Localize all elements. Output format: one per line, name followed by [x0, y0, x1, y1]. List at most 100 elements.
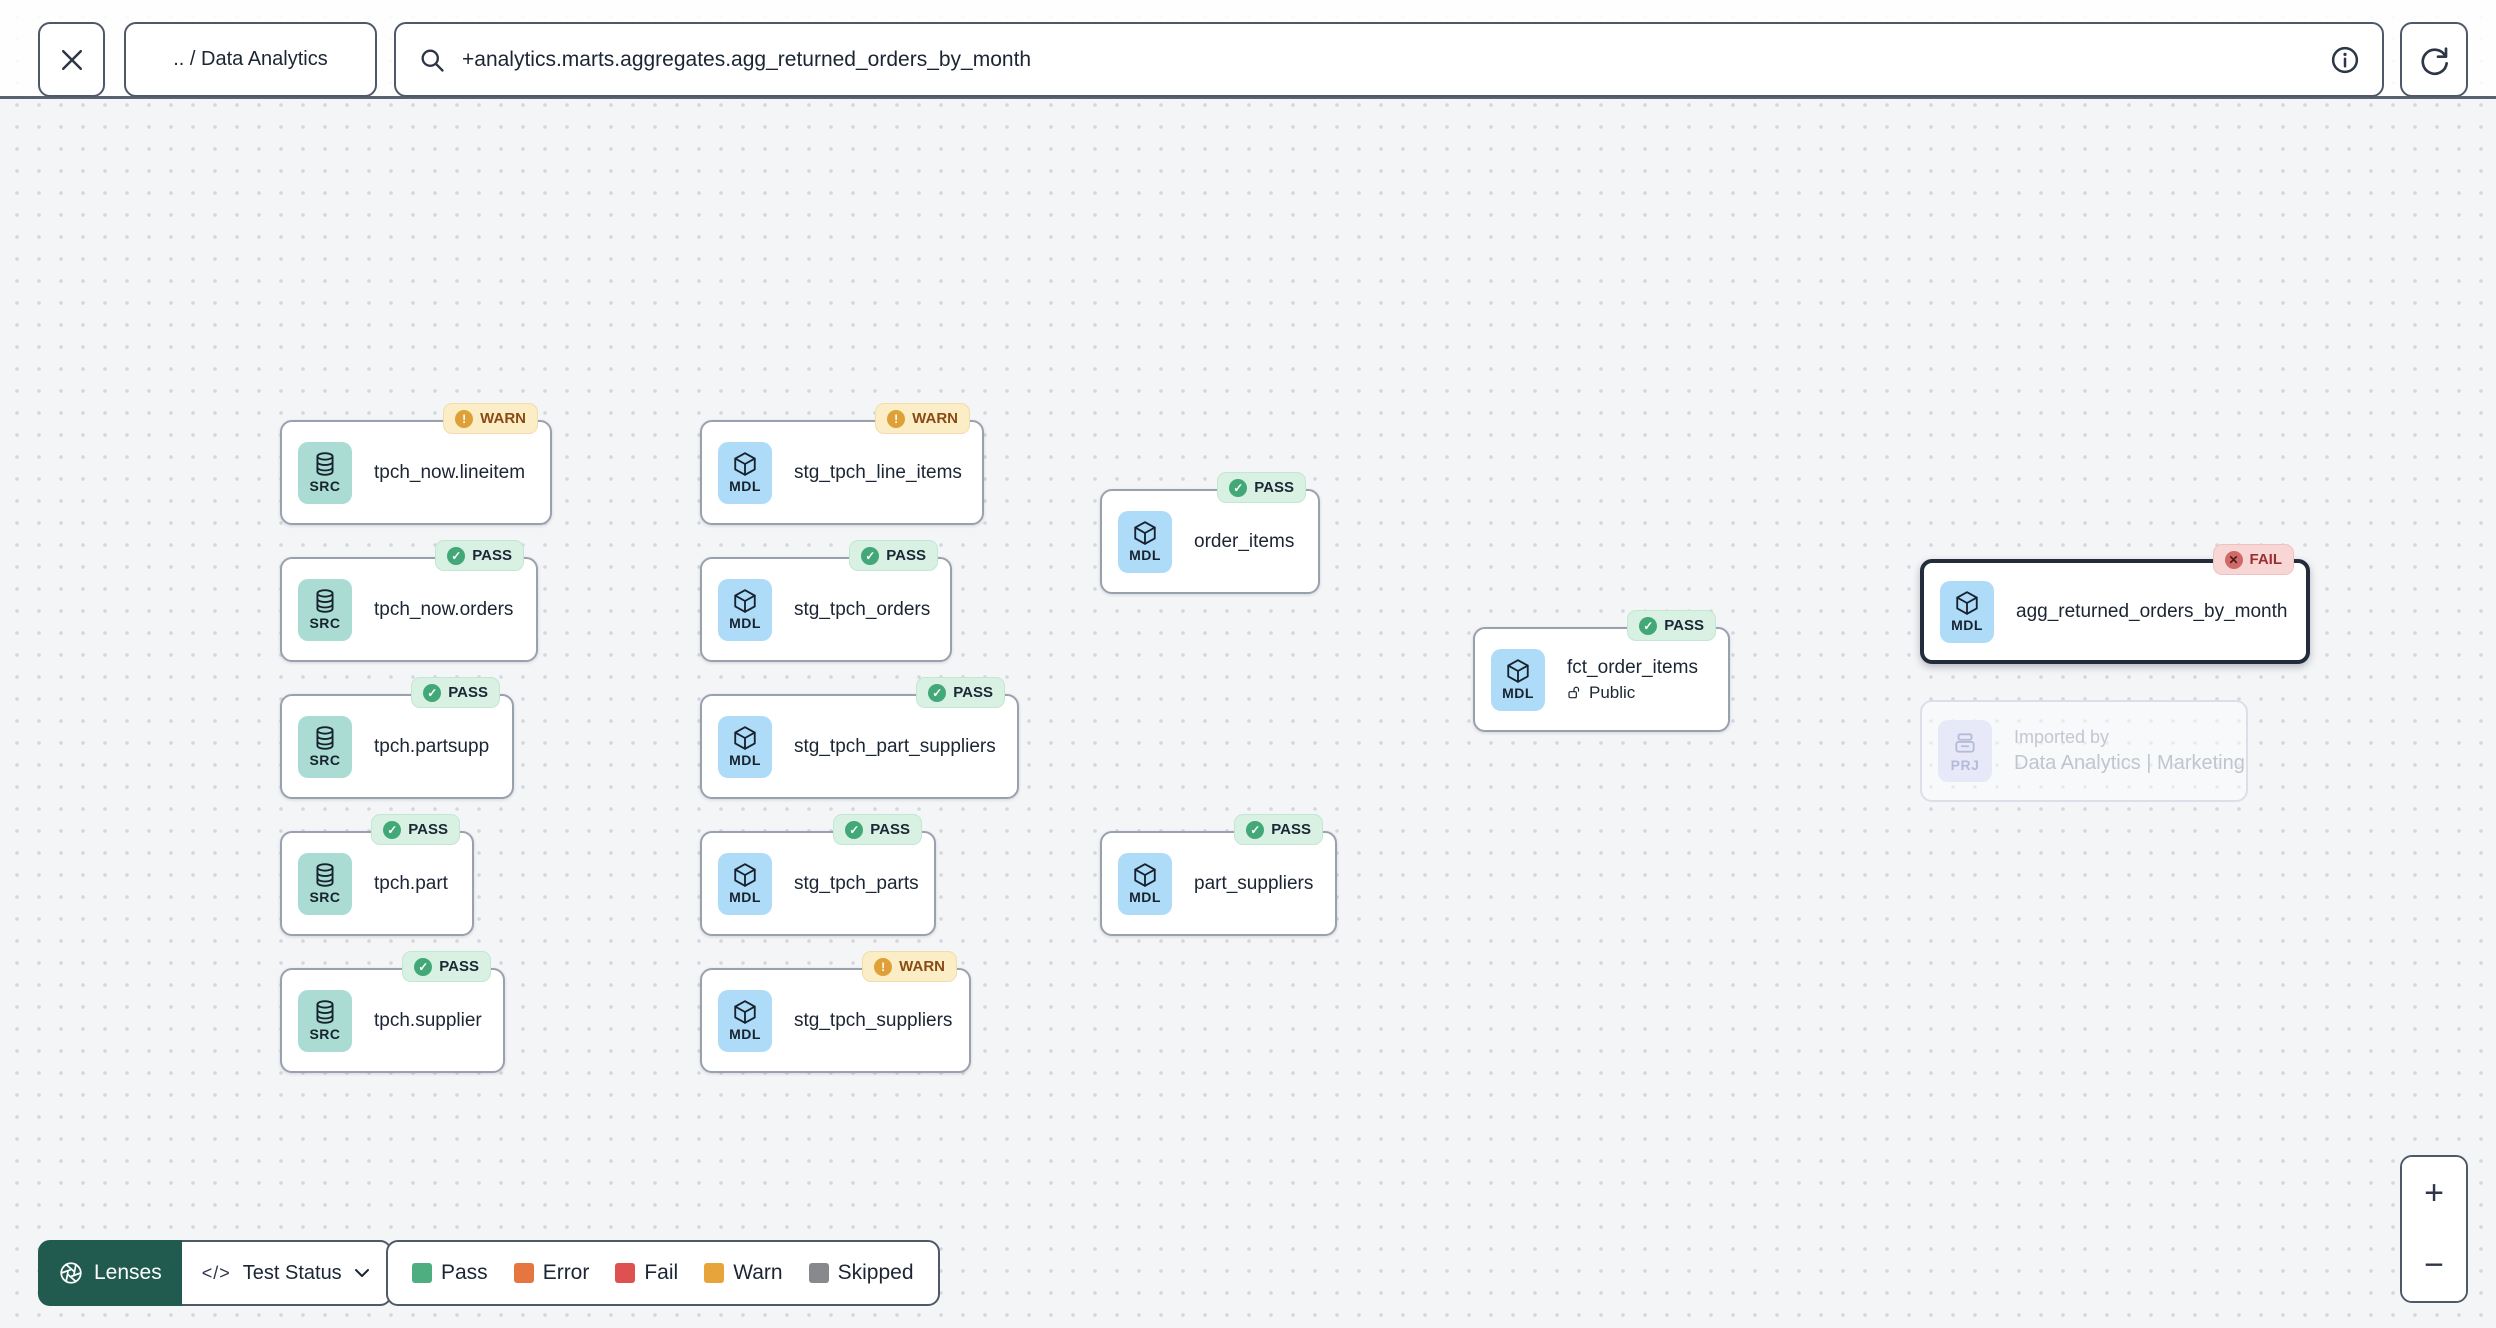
status-badge: ✓PASS	[849, 540, 938, 571]
lens-selector[interactable]: </> Test Status	[181, 1240, 392, 1306]
node-label: order_items	[1194, 530, 1295, 552]
graph-node-stg-tpch-parts[interactable]: ✓PASS MDL stg_tpch_parts	[700, 814, 936, 936]
status-badge: ✓PASS	[833, 814, 922, 845]
model-icon: MDL	[1491, 648, 1545, 711]
node-label: stg_tpch_orders	[794, 598, 931, 620]
zoom-out-button[interactable]: −	[2402, 1229, 2466, 1301]
skipped-swatch	[808, 1263, 829, 1283]
legend-item-error: Error	[513, 1261, 589, 1285]
source-icon: SRC	[298, 441, 352, 504]
graph-node-stg-tpch-orders[interactable]: ✓PASS MDL stg_tpch_orders	[700, 540, 952, 662]
status-badge: ✓PASS	[371, 814, 460, 845]
status-badge: !WARN	[875, 403, 970, 434]
status-badge: ✓PASS	[1217, 472, 1306, 503]
warn-swatch	[704, 1263, 725, 1283]
source-icon: SRC	[298, 715, 352, 778]
graph-node-order-items[interactable]: ✓PASS MDL order_items	[1100, 472, 1320, 594]
graph-node-tpch-supplier[interactable]: ✓PASS SRC tpch.supplier	[280, 951, 505, 1073]
fail-icon: ✕	[2224, 550, 2243, 569]
graph-node-stg-tpch-line-items[interactable]: !WARN MDL stg_tpch_line_items	[700, 403, 984, 525]
check-icon: ✓	[861, 546, 880, 565]
model-icon: MDL	[718, 578, 772, 641]
code-icon: </>	[201, 1262, 231, 1283]
model-icon: MDL	[718, 852, 772, 915]
legend-item-fail: Fail	[615, 1261, 678, 1285]
model-icon: MDL	[718, 441, 772, 504]
node-label: tpch.part	[374, 872, 448, 894]
visibility-row: Public	[1567, 683, 1698, 703]
check-icon: ✓	[423, 683, 442, 702]
status-badge: ✓PASS	[402, 951, 491, 982]
search-input[interactable]	[462, 47, 2330, 72]
warn-icon: !	[455, 409, 474, 428]
search-icon	[421, 49, 444, 72]
lock-open-icon	[1567, 685, 1583, 701]
error-swatch	[513, 1263, 534, 1283]
status-badge: ✓PASS	[1627, 610, 1716, 641]
project-icon: PRJ	[1938, 720, 1992, 782]
chevron-down-icon	[354, 1269, 369, 1277]
search-box[interactable]	[394, 22, 2384, 97]
source-icon: SRC	[298, 578, 352, 641]
warn-icon: !	[887, 409, 906, 428]
info-icon[interactable]	[2330, 45, 2360, 75]
graph-node-stg-tpch-part-suppliers[interactable]: ✓PASS MDL stg_tpch_part_suppliers	[700, 677, 1019, 799]
zoom-in-button[interactable]: +	[2402, 1157, 2466, 1229]
check-icon: ✓	[414, 957, 433, 976]
status-badge: ✓PASS	[435, 540, 524, 571]
aperture-icon	[60, 1262, 82, 1284]
node-label: agg_returned_orders_by_month	[2016, 600, 2288, 622]
test-status-legend: Pass Error Fail Warn Skipped	[386, 1240, 940, 1306]
check-icon: ✓	[845, 820, 864, 839]
node-label: stg_tpch_suppliers	[794, 1009, 953, 1031]
node-label: stg_tpch_parts	[794, 872, 919, 894]
graph-node-fct-order-items[interactable]: ✓PASS MDL fct_order_items Public	[1473, 610, 1730, 732]
graph-node-tpch-partsupp[interactable]: ✓PASS SRC tpch.partsupp	[280, 677, 514, 799]
lens-bar: Lenses </> Test Status	[38, 1240, 392, 1306]
model-icon: MDL	[1940, 580, 1994, 643]
breadcrumb[interactable]: .. / Data Analytics	[124, 22, 377, 97]
model-icon: MDL	[1118, 852, 1172, 915]
graph-node-part-suppliers[interactable]: ✓PASS MDL part_suppliers	[1100, 814, 1337, 936]
graph-node-stg-tpch-suppliers[interactable]: !WARN MDL stg_tpch_suppliers	[700, 951, 971, 1073]
legend-item-skipped: Skipped	[808, 1261, 914, 1285]
legend-item-warn: Warn	[704, 1261, 783, 1285]
node-label: stg_tpch_line_items	[794, 461, 962, 483]
status-badge: !WARN	[443, 403, 538, 434]
fail-swatch	[615, 1263, 636, 1283]
status-badge: ✓PASS	[1234, 814, 1323, 845]
refresh-icon	[2421, 46, 2448, 75]
zoom-controls: + −	[2400, 1155, 2468, 1303]
ghost-title: Imported by	[2014, 727, 2110, 747]
status-badge: ✓PASS	[916, 677, 1005, 708]
source-icon: SRC	[298, 989, 352, 1052]
check-icon: ✓	[447, 546, 466, 565]
model-icon: MDL	[1118, 510, 1172, 573]
graph-node-imported-by[interactable]: PRJ Imported by Data Analytics | Marketi…	[1920, 700, 2248, 802]
node-label: fct_order_items	[1567, 656, 1698, 678]
toolbar: .. / Data Analytics	[0, 0, 2496, 99]
node-label: tpch.partsupp	[374, 735, 490, 757]
graph-node-tpch-part[interactable]: ✓PASS SRC tpch.part	[280, 814, 474, 936]
status-badge: ✓PASS	[411, 677, 500, 708]
check-icon: ✓	[1229, 478, 1248, 497]
model-icon: MDL	[718, 715, 772, 778]
node-label: tpch_now.lineitem	[374, 461, 526, 483]
node-label: tpch_now.orders	[374, 598, 514, 620]
source-icon: SRC	[298, 852, 352, 915]
node-label: part_suppliers	[1194, 872, 1314, 894]
close-button[interactable]	[38, 22, 105, 97]
check-icon: ✓	[1246, 820, 1265, 839]
lenses-button[interactable]: Lenses	[38, 1240, 182, 1306]
check-icon: ✓	[383, 820, 402, 839]
legend-item-pass: Pass	[412, 1261, 488, 1285]
graph-node-tpch-now-orders[interactable]: ✓PASS SRC tpch_now.orders	[280, 540, 538, 662]
graph-node-tpch-now-lineitem[interactable]: !WARN SRC tpch_now.lineitem	[280, 403, 552, 525]
refresh-button[interactable]	[2400, 22, 2468, 97]
warn-icon: !	[874, 957, 893, 976]
node-label: stg_tpch_part_suppliers	[794, 735, 996, 757]
status-badge: ✕FAIL	[2212, 544, 2294, 575]
check-icon: ✓	[928, 683, 947, 702]
graph-node-agg-returned-orders-by-month[interactable]: ✕FAIL MDL agg_returned_orders_by_month	[1920, 544, 2310, 664]
